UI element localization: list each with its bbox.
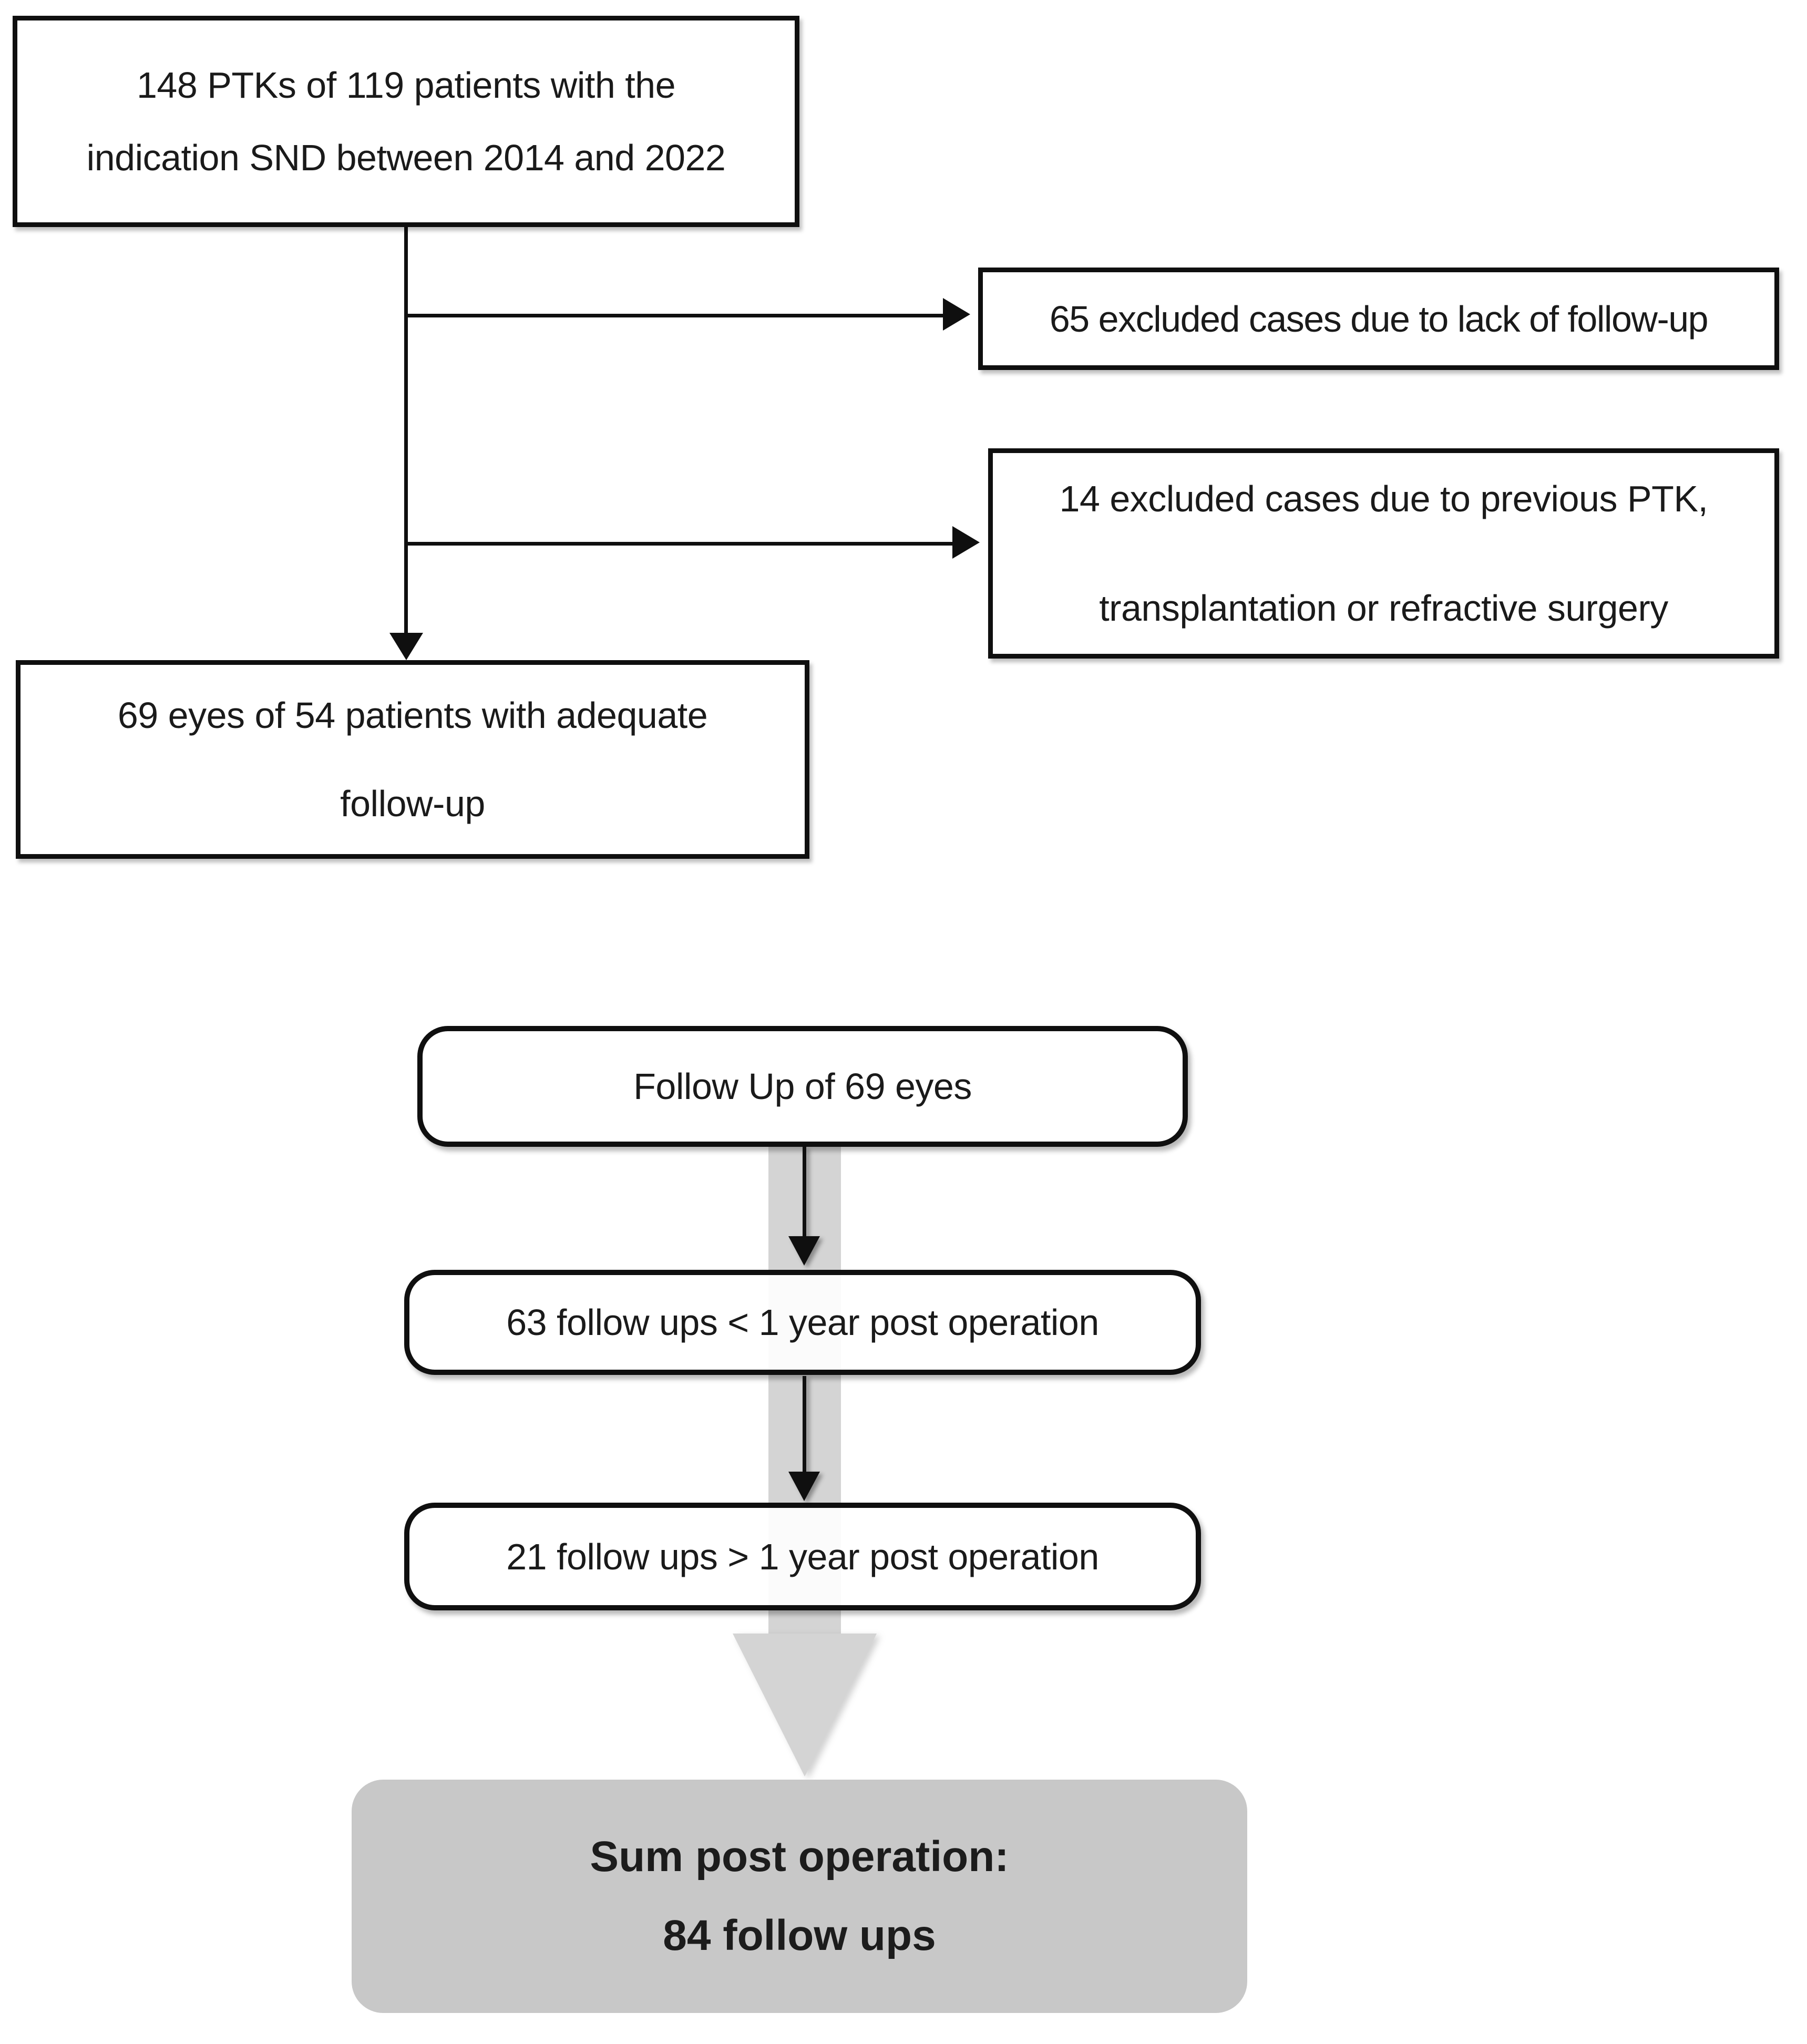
followup-total-box: Follow Up of 69 eyes xyxy=(417,1026,1188,1147)
lt-one-year-line-1: 63 follow ups < 1 year post operation xyxy=(506,1302,1099,1343)
down-arrowhead-icon-lt1y xyxy=(788,1236,820,1266)
initial-cohort-box: 148 PTKs of 119 patients with the indica… xyxy=(13,16,799,227)
sum-post-operation-line-2: 84 follow ups xyxy=(663,1912,936,1959)
sum-post-operation-box: Sum post operation: 84 follow ups xyxy=(352,1780,1247,2013)
sum-post-operation-line-1: Sum post operation: xyxy=(590,1833,1009,1881)
down-arrowhead-icon-gt1y xyxy=(788,1472,820,1501)
followup-total-line-1: Follow Up of 69 eyes xyxy=(633,1066,972,1107)
excluded-previous-surgery-line-1: 14 excluded cases due to previous PTK, xyxy=(1059,478,1708,519)
exclusion1-connector-line xyxy=(406,314,943,317)
arrow-line-followup-to-lt1y xyxy=(803,1147,806,1237)
excluded-previous-surgery-line-2: transplantation or refractive surgery xyxy=(1099,588,1668,629)
adequate-followup-line-1: 69 eyes of 54 patients with adequate xyxy=(117,695,708,736)
excluded-previous-surgery-box: 14 excluded cases due to previous PTK, t… xyxy=(988,448,1779,659)
excluded-no-followup-line-1: 65 excluded cases due to lack of follow-… xyxy=(1049,298,1709,340)
lt-one-year-box: 63 follow ups < 1 year post operation xyxy=(404,1270,1201,1375)
arrow-line-lt1y-to-gt1y xyxy=(803,1376,806,1473)
exclusion2-connector-line xyxy=(406,542,952,546)
right-arrowhead-icon-1 xyxy=(943,298,970,331)
gt-one-year-box: 21 follow ups > 1 year post operation xyxy=(404,1503,1201,1610)
gray-flow-arrowhead-icon xyxy=(733,1634,877,1776)
adequate-followup-line-2: follow-up xyxy=(340,783,485,824)
right-arrowhead-icon-2 xyxy=(952,526,980,559)
down-arrowhead-icon xyxy=(389,633,423,660)
initial-cohort-line-2: indication SND between 2014 and 2022 xyxy=(86,137,726,178)
vertical-connector-line xyxy=(404,227,408,633)
excluded-no-followup-box: 65 excluded cases due to lack of follow-… xyxy=(978,268,1779,370)
gt-one-year-line-1: 21 follow ups > 1 year post operation xyxy=(506,1536,1099,1577)
adequate-followup-box: 69 eyes of 54 patients with adequate fol… xyxy=(16,660,809,859)
initial-cohort-line-1: 148 PTKs of 119 patients with the xyxy=(136,65,676,106)
